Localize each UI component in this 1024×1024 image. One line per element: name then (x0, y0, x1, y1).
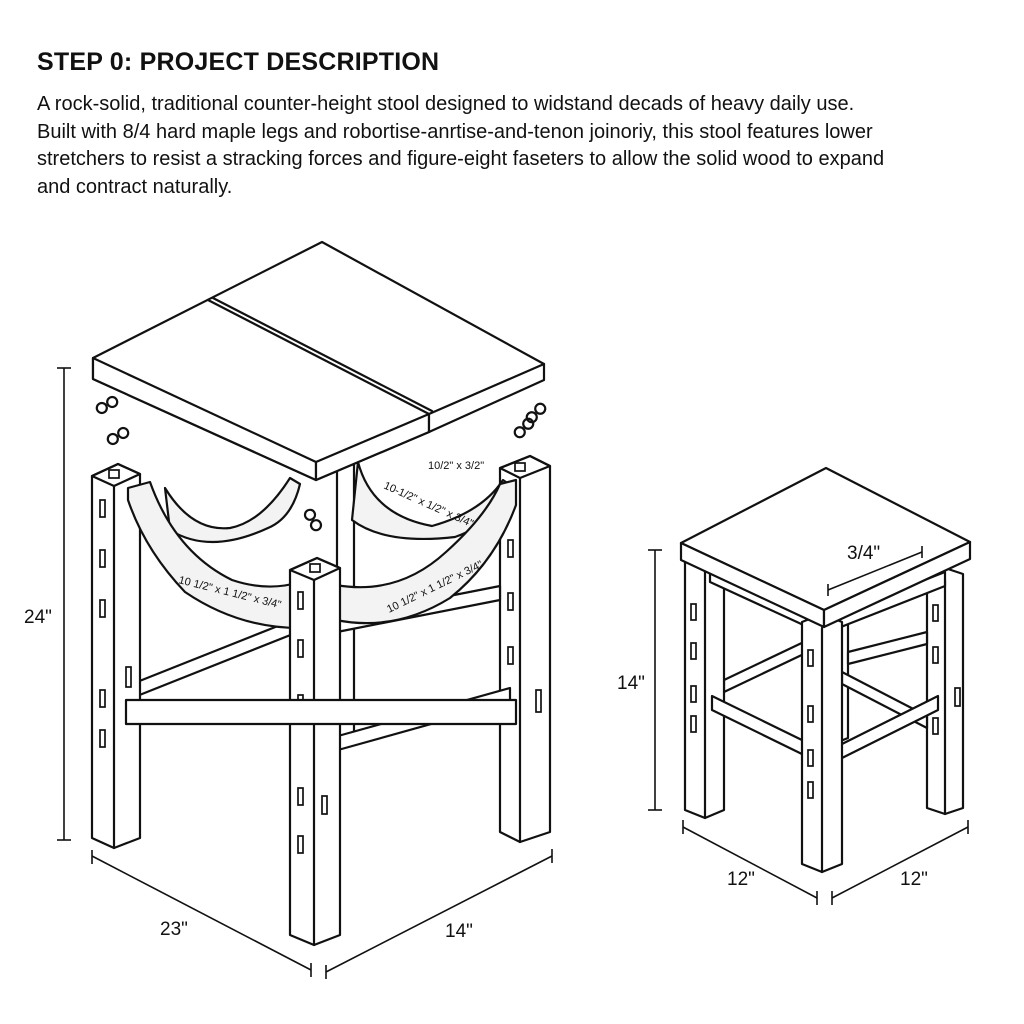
small-depth-dimension: 12" (682, 820, 818, 905)
small-leg-back-right (925, 566, 965, 816)
fastener-icon (525, 402, 547, 424)
fastener-icon (303, 508, 323, 532)
description-line: stretchers to resist a stracking forces … (37, 148, 885, 170)
small-leg-front-right (800, 612, 844, 874)
small-stool-drawing: 3/4" 14" 12" 12" (617, 466, 972, 905)
apron-back-left (163, 476, 302, 544)
project-description: A rock-solid, traditional counter-height… (37, 91, 997, 201)
small-stretcher-side-left (722, 638, 810, 694)
figure-eight-fasteners (95, 395, 547, 532)
leg-back-right (498, 454, 552, 844)
description-line: Built with 8/4 hard maple legs and robor… (37, 120, 873, 143)
large-stool-drawing: 10/2" x 3/2" 10-1/2" x 1/2" x 3/4" 10 1/… (24, 240, 553, 979)
small-width-dimension: 12" (831, 820, 969, 905)
small-depth-label: 12" (727, 869, 755, 890)
fastener-icon (513, 417, 535, 439)
leg-front-middle (288, 556, 342, 947)
stretcher-front (124, 698, 518, 726)
description-line: and contract naturally. (37, 175, 233, 198)
description-line: A rock-solid, traditional counter-height… (37, 93, 855, 115)
seat-top (91, 240, 546, 482)
height-dimension: 24" (24, 367, 71, 841)
leg-front-left (90, 462, 142, 850)
width-dimension: 14" (325, 849, 553, 979)
apron-front-right (334, 478, 518, 625)
height-label: 24" (24, 607, 52, 628)
small-height-label: 14" (617, 673, 645, 694)
top-thickness-dimension: 3/4" (827, 543, 923, 596)
small-seat-top (679, 466, 972, 629)
small-stretcher-front (710, 694, 808, 758)
depth-label: 23" (160, 919, 188, 940)
top-thickness-label: 3/4" (847, 543, 880, 564)
depth-dimension: 23" (91, 850, 312, 977)
small-stretcher-back (846, 630, 929, 666)
fastener-icon (106, 426, 130, 446)
step-heading: STEP 0: PROJECT DESCRIPTION (37, 48, 440, 76)
small-height-dimension: 14" (617, 549, 662, 811)
stretcher-left (135, 616, 300, 698)
small-leg-front-left (683, 550, 726, 820)
small-width-label: 12" (900, 869, 928, 890)
width-label: 14" (445, 921, 473, 942)
apron-label: 10/2" x 3/2" (428, 460, 484, 472)
fastener-icon (95, 395, 119, 415)
